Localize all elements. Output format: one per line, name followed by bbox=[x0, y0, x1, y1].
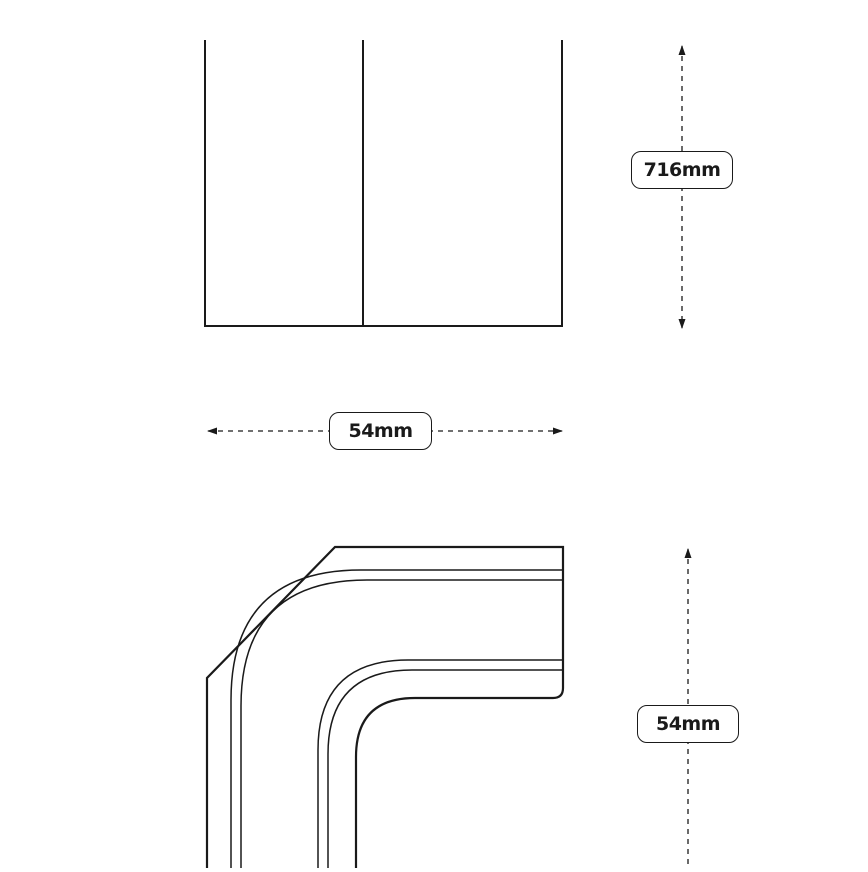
elbow-outer-groove-1 bbox=[230, 569, 563, 868]
elbow-outer-groove-2 bbox=[240, 579, 563, 868]
height-label-bottom: 54mm bbox=[637, 705, 739, 743]
elbow-outer-outline bbox=[205, 545, 565, 868]
straight-section-outline bbox=[204, 40, 563, 327]
straight-section-front-view bbox=[204, 40, 563, 327]
elbow-inner-groove-1 bbox=[317, 659, 563, 868]
corner-elbow-section bbox=[205, 545, 565, 868]
elbow-inner-groove-2 bbox=[327, 669, 563, 868]
width-label: 54mm bbox=[329, 412, 432, 450]
height-label-top: 716mm bbox=[631, 151, 733, 189]
